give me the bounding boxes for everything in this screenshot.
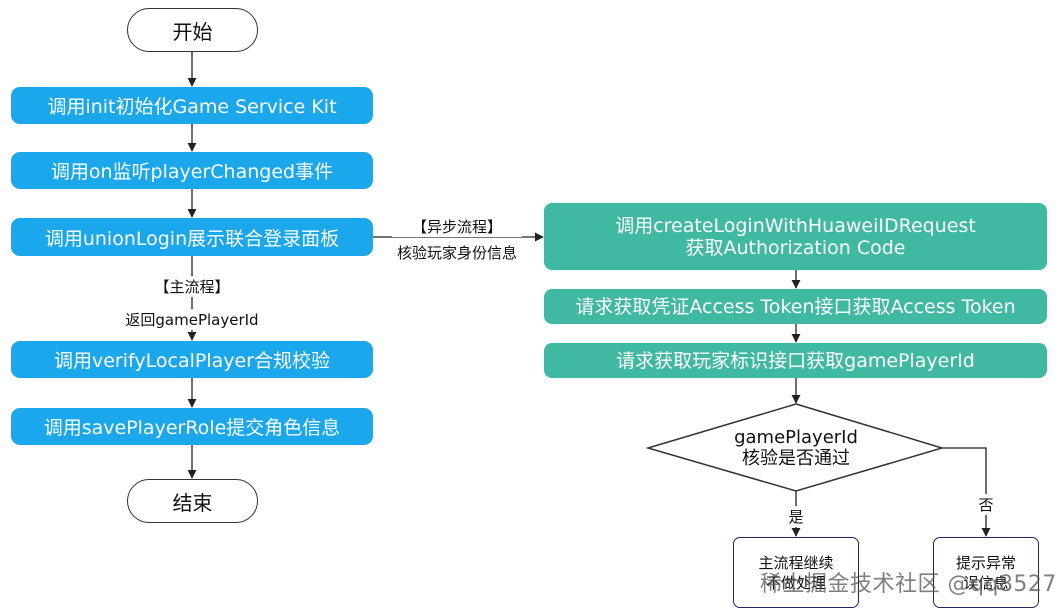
end-terminal: 结束 <box>127 479 258 523</box>
yes-result-box: 主流程继续 不做处理 <box>733 537 859 608</box>
decision-no-label: 否 <box>970 494 1002 515</box>
decision-diamond <box>645 403 945 492</box>
step-get-access-token: 请求获取凭证Access Token接口获取Access Token <box>544 289 1047 324</box>
async-flow-desc: 核验玩家身份信息 <box>382 242 532 263</box>
step-create-login-request: 调用createLoginWithHuaweiIDRequest 获取Autho… <box>544 203 1047 270</box>
step-verify-local-player: 调用verifyLocalPlayer合规校验 <box>11 341 373 378</box>
async-flow-tag: 【异步流程】 <box>392 216 522 237</box>
arrow-decision-no <box>942 447 991 537</box>
return-player-id-label: 返回gamePlayerId <box>112 309 272 330</box>
watermark: 稀土掘金技术社区 @qq8527 <box>760 572 1057 597</box>
step-init: 调用init初始化Game Service Kit <box>11 87 373 124</box>
main-flow-tag: 【主流程】 <box>142 276 242 297</box>
decision-label: gamePlayerId 核验是否通过 <box>734 427 858 469</box>
step-union-login: 调用unionLogin展示联合登录面板 <box>11 218 373 256</box>
no-result-box: 提示异常 误信息 <box>933 537 1039 608</box>
decision-yes-label: 是 <box>780 506 812 527</box>
step-get-game-player-id: 请求获取玩家标识接口获取gamePlayerId <box>544 343 1047 378</box>
step-save-player-role: 调用savePlayerRole提交角色信息 <box>11 408 373 445</box>
start-terminal: 开始 <box>127 8 258 52</box>
step-on-player-changed: 调用on监听playerChanged事件 <box>11 152 373 189</box>
